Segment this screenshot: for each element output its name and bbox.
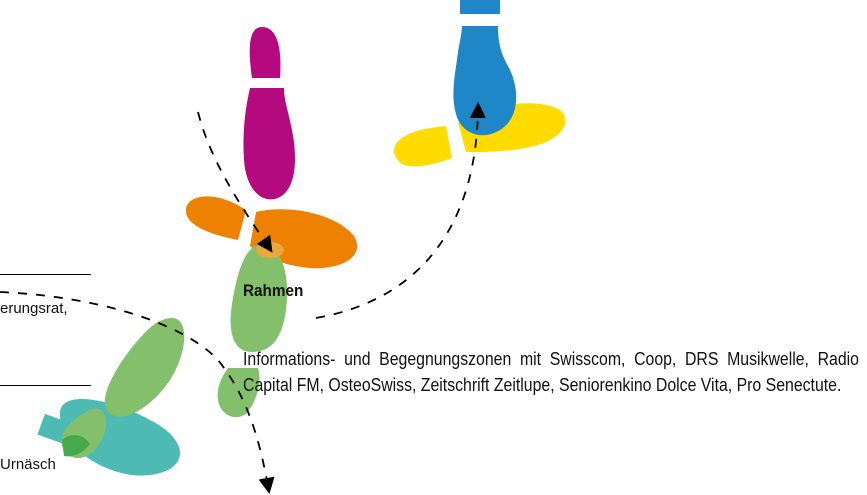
dashed-arrow-long-icon (0, 291, 275, 494)
dashed-arrow-down-icon (197, 111, 273, 253)
left-fragment-1: erungsrat, (0, 300, 68, 317)
shoe-print-green-small-icon (61, 317, 185, 458)
section-body: Informations- und Begegnungszonen mit Sw… (243, 349, 859, 395)
shoe-print-blue-icon (453, 0, 517, 136)
section-heading: Rahmen (243, 281, 304, 300)
dashed-arrow-up-icon (315, 101, 486, 319)
shoe-print-magenta-icon (243, 27, 296, 200)
rule-bottom (0, 385, 91, 386)
left-fragment-2: Urnäsch (0, 456, 56, 473)
rule-top (0, 274, 91, 275)
step-path-arrows (0, 101, 486, 494)
